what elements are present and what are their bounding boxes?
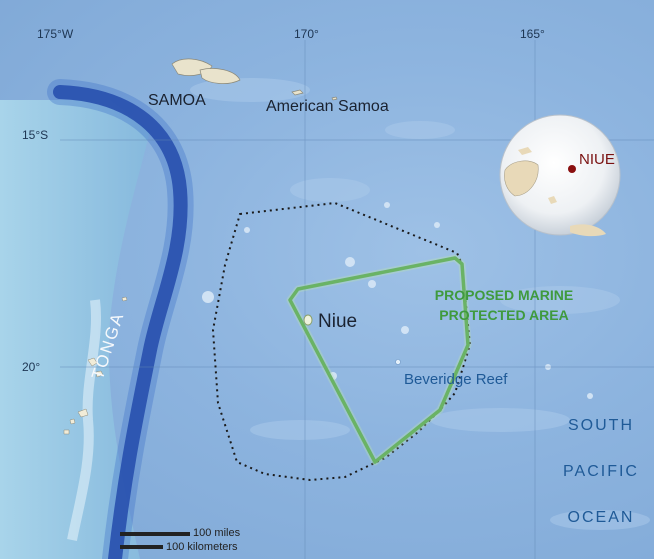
ocean-label-south: SOUTH — [568, 417, 634, 434]
protected-area-boundary — [288, 256, 470, 464]
protected-area-label-line1: PROPOSED MARINE — [434, 287, 574, 303]
tonga-islands — [63, 296, 128, 435]
inset-niue-label: NIUE — [579, 151, 615, 168]
scale-label-miles: 100 miles — [193, 527, 241, 539]
ocean-label-pacific: PACIFIC — [563, 463, 639, 480]
eez-boundary — [211, 201, 472, 482]
latitude-label-15s: 15°S — [22, 128, 49, 142]
latitude-label-20: 20° — [22, 360, 41, 374]
tonga-ridge — [67, 299, 102, 541]
longitude-label-170: 170° — [294, 27, 319, 41]
niue-label: Niue — [318, 311, 358, 332]
samoa-label: SAMOA — [148, 92, 206, 109]
longitude-label-165: 165° — [520, 27, 545, 41]
american-samoa-label: American Samoa — [266, 98, 389, 115]
inset-globe — [499, 114, 621, 237]
ocean-label-ocean: OCEAN — [567, 509, 635, 526]
tonga-shelf — [0, 100, 150, 559]
protected-area-label-line2: PROTECTED AREA — [439, 307, 569, 323]
niue-location-dot — [568, 165, 576, 173]
protected-area-glow — [286, 254, 472, 466]
protected-area-label: PROPOSED MARINE PROTECTED AREA — [418, 285, 590, 325]
niue-island — [303, 314, 313, 326]
tonga-trench — [53, 85, 188, 559]
samoa-islands — [171, 58, 338, 101]
scale-label-kilometers: 100 kilometers — [166, 541, 238, 553]
beveridge-reef-label: Beveridge Reef — [404, 371, 508, 388]
longitude-label-175w: 175°W — [37, 27, 74, 41]
scale-bar-graphic — [120, 532, 190, 549]
seafloor-relief — [190, 78, 650, 530]
seamounts — [202, 202, 593, 399]
beveridge-reef-marker — [395, 359, 401, 365]
tonga-trench-edge — [47, 79, 194, 559]
